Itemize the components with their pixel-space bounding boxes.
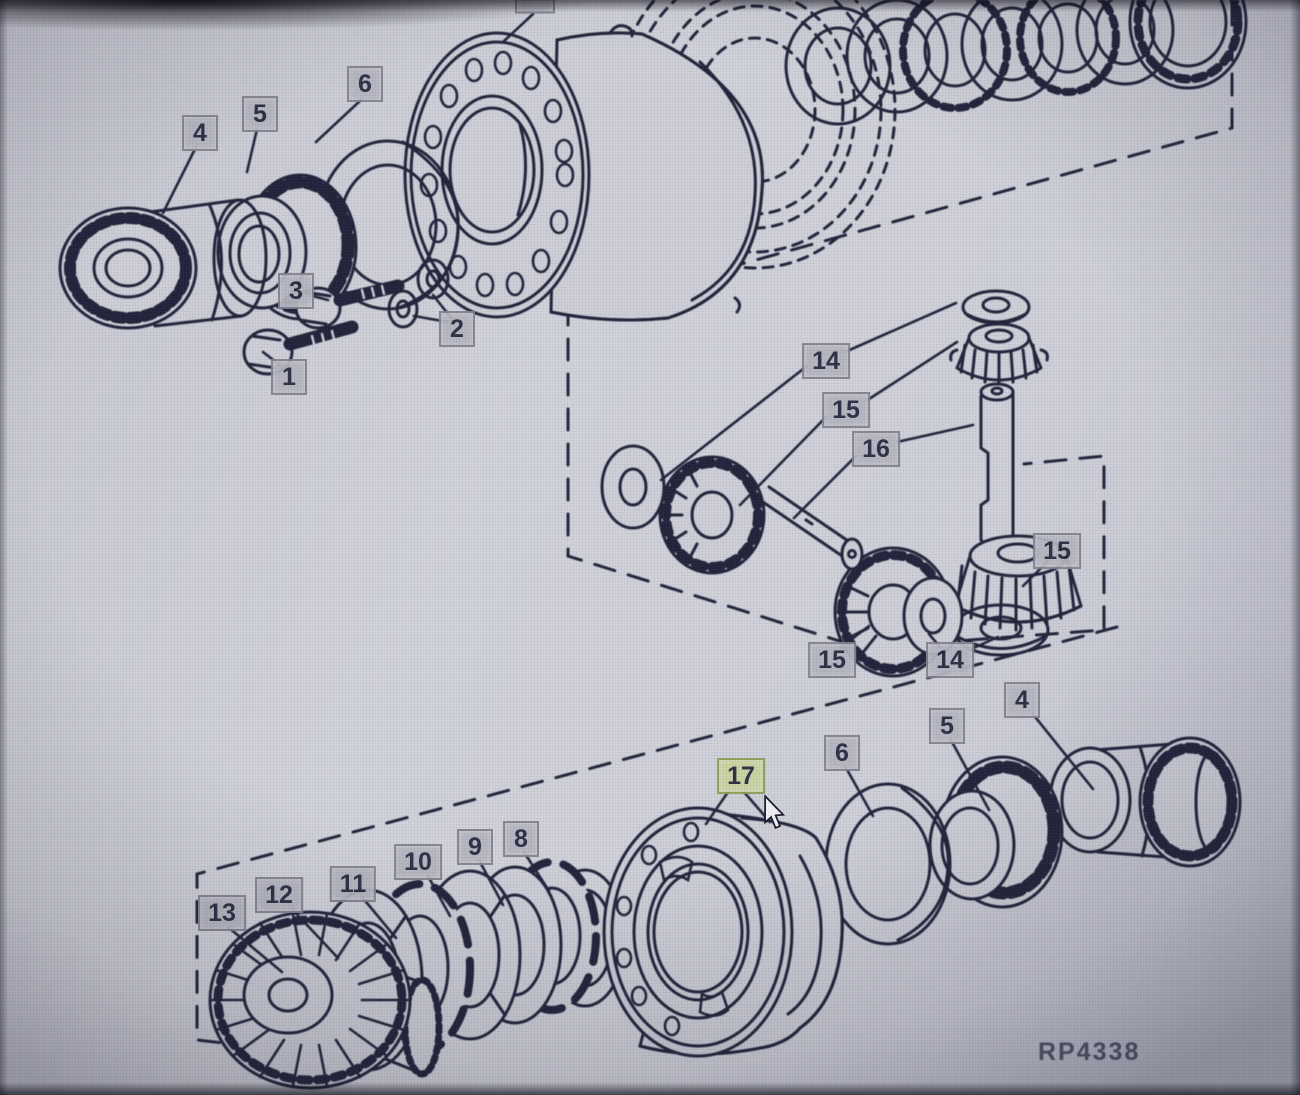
callout-15-mid[interactable]: 15 <box>822 392 870 428</box>
callout-number: 14 <box>812 346 840 375</box>
part-diff-case-17 <box>602 806 844 1058</box>
part-housing-top <box>403 24 764 322</box>
callout-5-bottom[interactable]: 5 <box>929 708 965 744</box>
callout-number: 1 <box>282 362 296 391</box>
callout-1[interactable]: 1 <box>271 359 307 395</box>
callout-17[interactable]: 17 <box>717 758 765 794</box>
callout-4-bottom[interactable]: 4 <box>1004 682 1040 718</box>
part-thrust-washer-top <box>961 289 1031 325</box>
part-bearing-cup-bottom <box>824 782 952 946</box>
callout-12[interactable]: 12 <box>255 877 303 913</box>
callout-4-top[interactable]: 4 <box>182 115 218 151</box>
callout-number: 8 <box>514 824 528 853</box>
figure-code: RP4338 <box>1038 1038 1141 1066</box>
part-spider-washer-mid <box>600 444 666 530</box>
callout-16[interactable]: 16 <box>852 431 900 467</box>
part-coupler-bottom <box>1048 736 1242 868</box>
callout-13[interactable]: 13 <box>198 895 246 931</box>
callout-number: 13 <box>208 898 236 927</box>
part-bearing-cone-bottom <box>928 755 1064 909</box>
callout-number: 17 <box>727 761 755 790</box>
callout-number: 9 <box>468 832 482 861</box>
callout-number: 2 <box>450 314 464 343</box>
callout-3[interactable]: 3 <box>278 273 314 309</box>
callout-number: 6 <box>835 738 849 767</box>
callout-number: 10 <box>404 847 432 876</box>
callout-number: 16 <box>862 434 890 463</box>
mouse-pointer-icon <box>762 793 788 830</box>
callout-number: 15 <box>1043 536 1071 565</box>
callout-10[interactable]: 10 <box>394 844 442 880</box>
callout-9[interactable]: 9 <box>457 829 493 865</box>
part-bevel-gear-top <box>949 322 1049 386</box>
callout-2[interactable]: 2 <box>439 311 475 347</box>
part-spider-gear-mid <box>658 455 766 575</box>
callout-number: 14 <box>936 645 964 674</box>
callout-number: 3 <box>289 276 303 305</box>
callout-number: 11 <box>339 869 367 898</box>
callout-6-top[interactable]: 6 <box>347 66 383 102</box>
top-disc-stack <box>784 0 1248 126</box>
callout-number: 5 <box>253 99 267 128</box>
callout-8[interactable]: 8 <box>503 821 539 857</box>
callout-11[interactable]: 11 <box>329 866 377 902</box>
callout-number: 15 <box>832 395 860 424</box>
callout-number: 15 <box>818 645 846 674</box>
callout-15-right[interactable]: 15 <box>1033 533 1081 569</box>
callout-number: 4 <box>193 118 207 147</box>
callout-number: 4 <box>1015 685 1029 714</box>
callout-number: 6 <box>358 69 372 98</box>
callout-14-lower[interactable]: 14 <box>926 642 974 678</box>
callout-5-top[interactable]: 5 <box>242 96 278 132</box>
callout-6-bottom[interactable]: 6 <box>824 735 860 771</box>
callout-15-lower[interactable]: 15 <box>808 642 856 678</box>
callout-number: 12 <box>265 880 293 909</box>
part-cross-shaft-16 <box>979 382 1015 555</box>
callout-number: 5 <box>940 711 954 740</box>
callout-partial-top <box>515 0 555 14</box>
callout-14-mid[interactable]: 14 <box>802 343 850 379</box>
